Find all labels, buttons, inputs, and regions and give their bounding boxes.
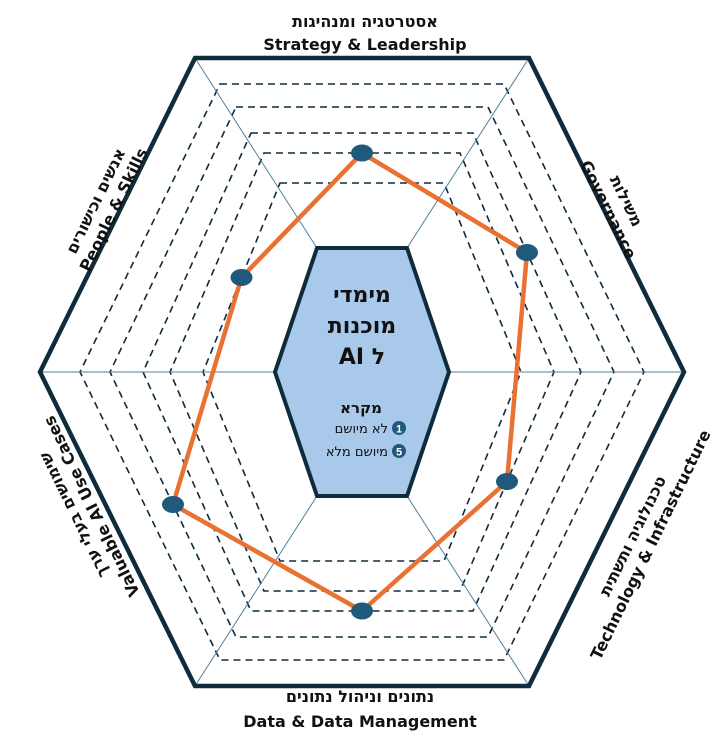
axis-label-strategy-en: Strategy & Leadership <box>263 35 466 54</box>
marker-usecases <box>162 496 184 513</box>
spoke-1 <box>406 57 530 249</box>
center-title: מימדי מוכנות ל AI <box>328 283 396 370</box>
legend-marker-5 <box>392 444 406 458</box>
legend-number-5: 5 <box>396 447 402 459</box>
legend-label-5: מיושם מלא <box>326 445 388 460</box>
center-title-line-1: מימדי <box>333 283 391 308</box>
center-title-line-2: מוכנות <box>328 314 396 339</box>
legend-marker-1 <box>392 421 406 435</box>
outer-hexagon <box>37 55 687 689</box>
axis-label-governance: משילות Governance <box>576 157 647 262</box>
axis-label-data: נתונים וניהול נתונים Data & Data Managem… <box>243 687 477 731</box>
legend-label-1: לא מיושם <box>335 422 388 437</box>
axis-label-data-he: נתונים וניהול נתונים <box>286 687 434 706</box>
axis-label-strategy: אסטרטגיה ומנהיגות Strategy & Leadership <box>263 12 466 54</box>
center-title-line-3: ל AI <box>339 345 385 370</box>
legend-title: מקרא <box>340 399 382 417</box>
axis-spokes <box>40 57 684 687</box>
marker-people <box>230 269 253 286</box>
legend: מקרא 1 לא מיושם 5 מיושם מלא <box>326 399 406 460</box>
spoke-4 <box>194 495 318 687</box>
axis-label-technology-en: Technology & Infrastructure <box>587 427 715 663</box>
marker-technology <box>496 473 518 490</box>
legend-number-1: 1 <box>396 424 402 436</box>
readiness-markers <box>162 144 538 620</box>
axis-label-data-en: Data & Data Management <box>243 712 477 731</box>
marker-strategy <box>351 144 373 162</box>
marker-data <box>351 602 373 620</box>
marker-governance <box>516 244 538 261</box>
spoke-0 <box>194 57 318 249</box>
axis-label-strategy-he: אסטרטגיה ומנהיגות <box>292 12 438 31</box>
axis-label-usecases: שימושים בעלי ערך Valuable AI Use Cases <box>35 413 144 600</box>
center-hexagon <box>272 246 452 498</box>
spoke-3 <box>406 495 530 687</box>
